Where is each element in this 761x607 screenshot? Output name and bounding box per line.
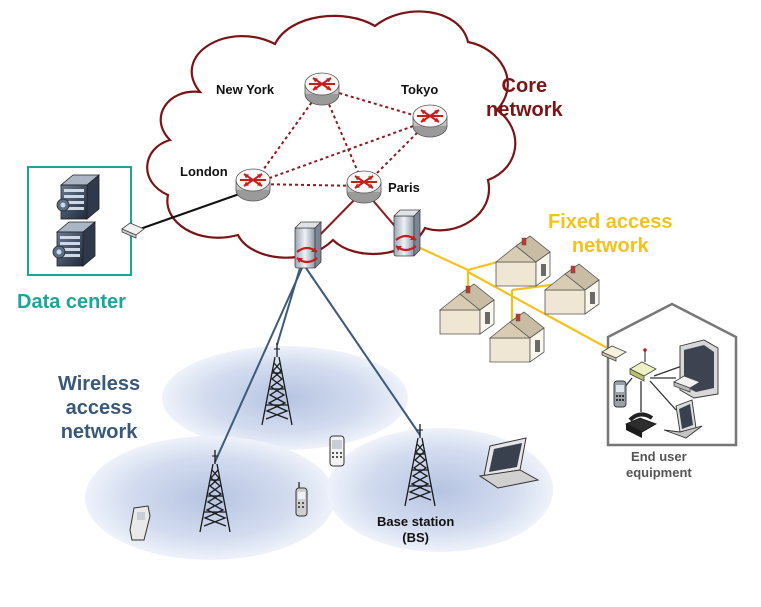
mobile-phone-icon xyxy=(329,435,345,467)
city-label-new-york: New York xyxy=(216,82,275,97)
laptop-icon xyxy=(663,399,703,439)
city-label-tokyo: Tokyo xyxy=(401,82,439,97)
data-center-label: Data center xyxy=(17,291,126,313)
fixed-access-label: Fixed access network xyxy=(548,210,673,258)
base-station-label: Base station (BS) xyxy=(377,514,454,546)
base-station-line2: (BS) xyxy=(402,530,430,545)
city-label-london: London xyxy=(180,164,228,179)
server-icon xyxy=(293,220,323,270)
router-icon xyxy=(235,168,271,202)
mobile-phone-icon xyxy=(295,482,308,517)
wireless-backhaul-links xyxy=(214,267,421,463)
flip-phone-icon xyxy=(129,505,151,541)
fixed-access-line2: network xyxy=(571,235,649,257)
house-icon xyxy=(544,263,600,315)
wireless-access-label: Wireless access network xyxy=(58,372,140,444)
core-mesh-links xyxy=(252,87,431,187)
modem-icon xyxy=(601,345,627,362)
server-icon xyxy=(392,208,422,258)
wireless-access-line2: access xyxy=(65,397,133,419)
city-label-paris: Paris xyxy=(388,180,420,195)
house-icon xyxy=(489,311,545,363)
laptop-icon xyxy=(478,437,540,489)
core-network-label: Core network xyxy=(486,74,563,122)
router-icon xyxy=(412,104,448,138)
telephone-icon xyxy=(625,412,657,438)
mobile-phone-icon xyxy=(613,380,627,408)
switch-icon xyxy=(121,222,145,239)
end-user-label: End user equipment xyxy=(626,449,692,481)
core-network-line2: network xyxy=(486,99,563,121)
wifi-router-icon xyxy=(629,348,657,382)
house-icon xyxy=(439,283,495,335)
fixed-access-line1: Fixed access xyxy=(548,211,673,233)
core-network-line1: Core xyxy=(501,75,548,97)
wireless-access-line1: Wireless xyxy=(58,373,141,395)
core-network-cloud xyxy=(146,10,517,259)
router-icon xyxy=(304,72,340,106)
end-user-line2: equipment xyxy=(626,465,692,480)
network-device-icon xyxy=(673,375,701,393)
house-icon xyxy=(495,235,551,287)
wireless-access-line3: network xyxy=(60,421,138,443)
end-user-line1: End user xyxy=(631,449,687,464)
router-icon xyxy=(346,170,382,204)
wireless-cells xyxy=(85,346,553,560)
base-station-line1: Base station xyxy=(377,514,455,529)
